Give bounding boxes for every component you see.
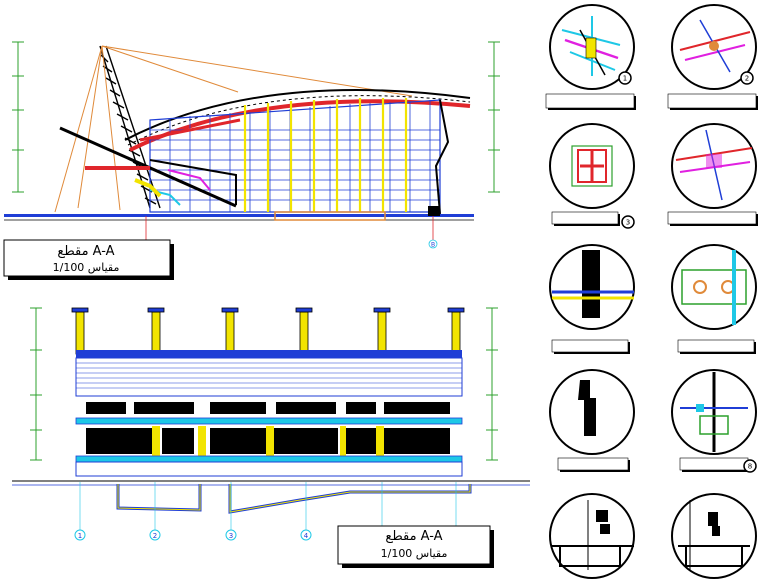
detail-10: 10: [0, 0, 757, 579]
roof-lines: [76, 362, 462, 389]
detail-number-4: 4: [0, 0, 1, 1]
bottom-section-title: مقطع A-A: [385, 529, 442, 544]
detail-number-7: 7: [0, 0, 1, 1]
detail-8: 8: [671, 369, 757, 473]
yellow-mullions: [243, 98, 408, 212]
level-scale-right: [488, 41, 500, 193]
detail-3: 3: [549, 123, 635, 229]
bottom-section-drawing: 1 2 3 4 5 6 مقطع A-A مقياس 1/100: [12, 307, 530, 568]
detail-number-1: 1: [623, 75, 627, 83]
detail-2: 2: [667, 4, 758, 110]
lower-seating: [86, 428, 450, 454]
upper-seating: [86, 402, 450, 414]
axis-label-1: 1: [78, 532, 82, 540]
right-facade-column: [434, 99, 450, 215]
detail-5: 5: [0, 0, 635, 354]
axis-marker-b: B: [428, 216, 438, 249]
bottom-section-title-box: مقطع A-A مقياس 1/100: [337, 525, 494, 568]
axis-label-4: 4: [304, 532, 309, 540]
detail-number-3: 3: [626, 219, 630, 227]
detail-number-6: 6: [0, 0, 1, 1]
detail-number-5: 5: [0, 0, 1, 1]
stand-structure: [59, 118, 241, 208]
level-scale-left-bottom: [30, 307, 42, 461]
level-scale-right-bottom: [486, 307, 498, 461]
detail-4: [667, 123, 758, 226]
top-section-title-box: مقطع A-A مقياس 1/100: [3, 239, 174, 280]
detail-1: 1: [545, 4, 636, 110]
tension-cables: [54, 45, 413, 213]
detail-6: 6: [0, 0, 757, 354]
details-panel: 1 2 3: [0, 0, 758, 579]
bottom-section-scale: مقياس 1/100: [381, 547, 448, 560]
top-section-title: مقطع A-A: [57, 244, 114, 259]
detail-number-10: 10: [0, 0, 2, 1]
axis-label-b: B: [431, 242, 435, 249]
top-section-drawing: A B مقطع A-A مقياس 1/100: [3, 41, 500, 280]
yellow-columns: [152, 426, 384, 456]
detail-9: 9: [0, 0, 635, 579]
axis-label-2: 2: [153, 532, 157, 540]
axis-label-3: 3: [229, 532, 233, 540]
detail-number-2: 2: [745, 75, 749, 83]
detail-number-8: 8: [748, 463, 752, 471]
detail-7: 7: [0, 0, 635, 472]
level-scale-left: [12, 41, 24, 193]
mast-lattice: [99, 45, 161, 209]
top-section-scale: مقياس 1/100: [53, 261, 120, 274]
detail-number-9: 9: [0, 0, 1, 1]
